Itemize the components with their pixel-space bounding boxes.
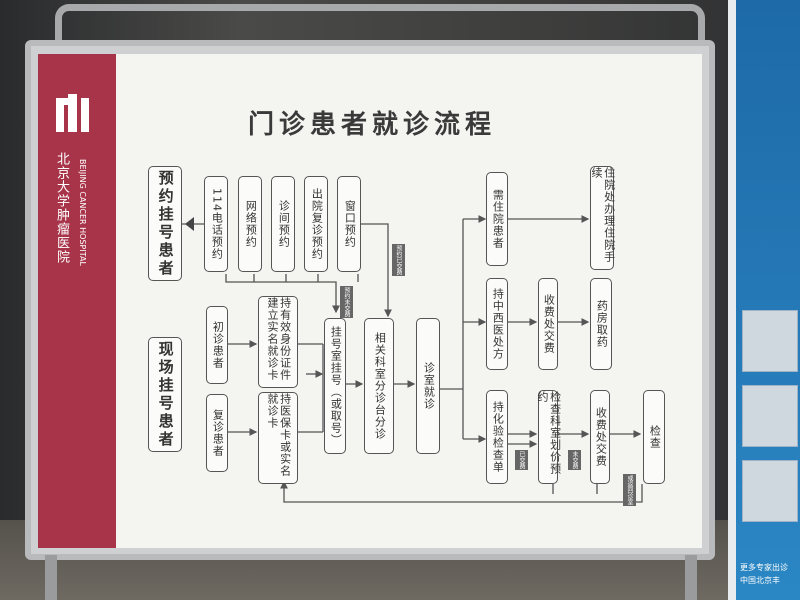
- step-appointment-followup: 出院复诊预约: [304, 176, 328, 272]
- group-onsite-label: 现场挂号患者: [156, 341, 173, 449]
- doctor-photo-1: [742, 310, 798, 372]
- step-admission: 住院处办理住院手续: [590, 166, 614, 270]
- step-label: 窗口预约: [343, 200, 356, 248]
- step-payment-test: 收费处交费: [590, 390, 610, 484]
- step-label: 诊室就诊: [422, 362, 435, 410]
- tag-prepaid: 预约已交费: [392, 244, 405, 276]
- step-appointment-window: 窗口预约: [337, 176, 361, 272]
- step-test-appointment: 检查科室划价预约: [538, 390, 558, 484]
- group-appointment-label: 预约挂号患者: [156, 170, 173, 278]
- step-pharmacy: 药房取药: [590, 278, 612, 370]
- tag-unpaid-appointment: 预约未交费: [340, 286, 353, 318]
- group-appointment: 预约挂号患者: [148, 166, 182, 281]
- step-insurance-card: 持医保卡或实名就诊卡: [258, 392, 298, 484]
- step-label: 持医保卡或实名就诊卡: [265, 393, 290, 483]
- step-label: 住院处办理住院手续: [589, 167, 614, 269]
- step-appointment-114: 114电话预约: [204, 176, 228, 272]
- step-test-order: 持化验检查单: [486, 390, 508, 484]
- step-label: 114电话预约: [210, 188, 223, 260]
- step-payment-medicine: 收费处交费: [538, 278, 558, 370]
- step-appointment-clinic: 诊间预约: [271, 176, 295, 272]
- step-label: 检查: [648, 425, 661, 449]
- doctor-photo-3: [742, 460, 798, 522]
- step-label: 持有效身份证件建立实名就诊卡: [265, 297, 290, 387]
- step-label: 出院复诊预约: [310, 188, 323, 260]
- step-label: 复诊患者: [211, 409, 224, 457]
- tag-return: 或返回诊室: [623, 474, 636, 506]
- right-panel-footer-line: 更多专家出诊: [740, 562, 788, 575]
- step-label: 需住院患者: [491, 189, 504, 249]
- stand-leg-right: [685, 555, 697, 600]
- step-label: 持中西医处方: [491, 288, 504, 360]
- step-label: 药房取药: [595, 300, 608, 348]
- group-onsite: 现场挂号患者: [148, 337, 182, 452]
- tag-paid: 已交费: [515, 450, 528, 470]
- step-triage: 相关科室分诊台分诊: [364, 318, 394, 454]
- doctor-photo-2: [742, 385, 798, 447]
- right-panel: 更多专家出诊 中国北京丰: [728, 0, 800, 600]
- tag-unpaid: 未交费: [568, 450, 581, 470]
- step-consultation: 诊室就诊: [416, 318, 440, 454]
- step-return-visit: 复诊患者: [206, 394, 228, 472]
- step-label: 收费处交费: [542, 294, 555, 354]
- step-label: 网络预约: [244, 200, 257, 248]
- frame-top-arch: [55, 4, 705, 40]
- step-appointment-web: 网络预约: [238, 176, 262, 272]
- step-label: 收费处交费: [594, 407, 607, 467]
- stand-leg-left: [45, 555, 57, 600]
- step-examination: 检查: [643, 390, 665, 484]
- right-panel-footer: 更多专家出诊 中国北京丰: [740, 562, 788, 588]
- step-label: 挂号室挂号（或取号）: [329, 326, 342, 446]
- signboard: 北京大学肿瘤医院 BEIJING CANCER HOSPITAL 门诊患者就诊流…: [38, 54, 702, 548]
- step-label: 持化验检查单: [491, 401, 504, 473]
- step-first-visit: 初诊患者: [206, 306, 228, 384]
- step-label: 检查科室划价预约: [535, 391, 560, 483]
- right-panel-footer-line: 中国北京丰: [740, 575, 788, 588]
- step-prescription: 持中西医处方: [486, 278, 508, 370]
- step-label: 相关科室分诊台分诊: [373, 332, 386, 440]
- step-create-card: 持有效身份证件建立实名就诊卡: [258, 296, 298, 388]
- step-label: 诊间预约: [277, 200, 290, 248]
- step-registration: 挂号室挂号（或取号）: [324, 318, 346, 454]
- step-label: 初诊患者: [211, 321, 224, 369]
- step-need-hospitalization: 需住院患者: [486, 172, 508, 266]
